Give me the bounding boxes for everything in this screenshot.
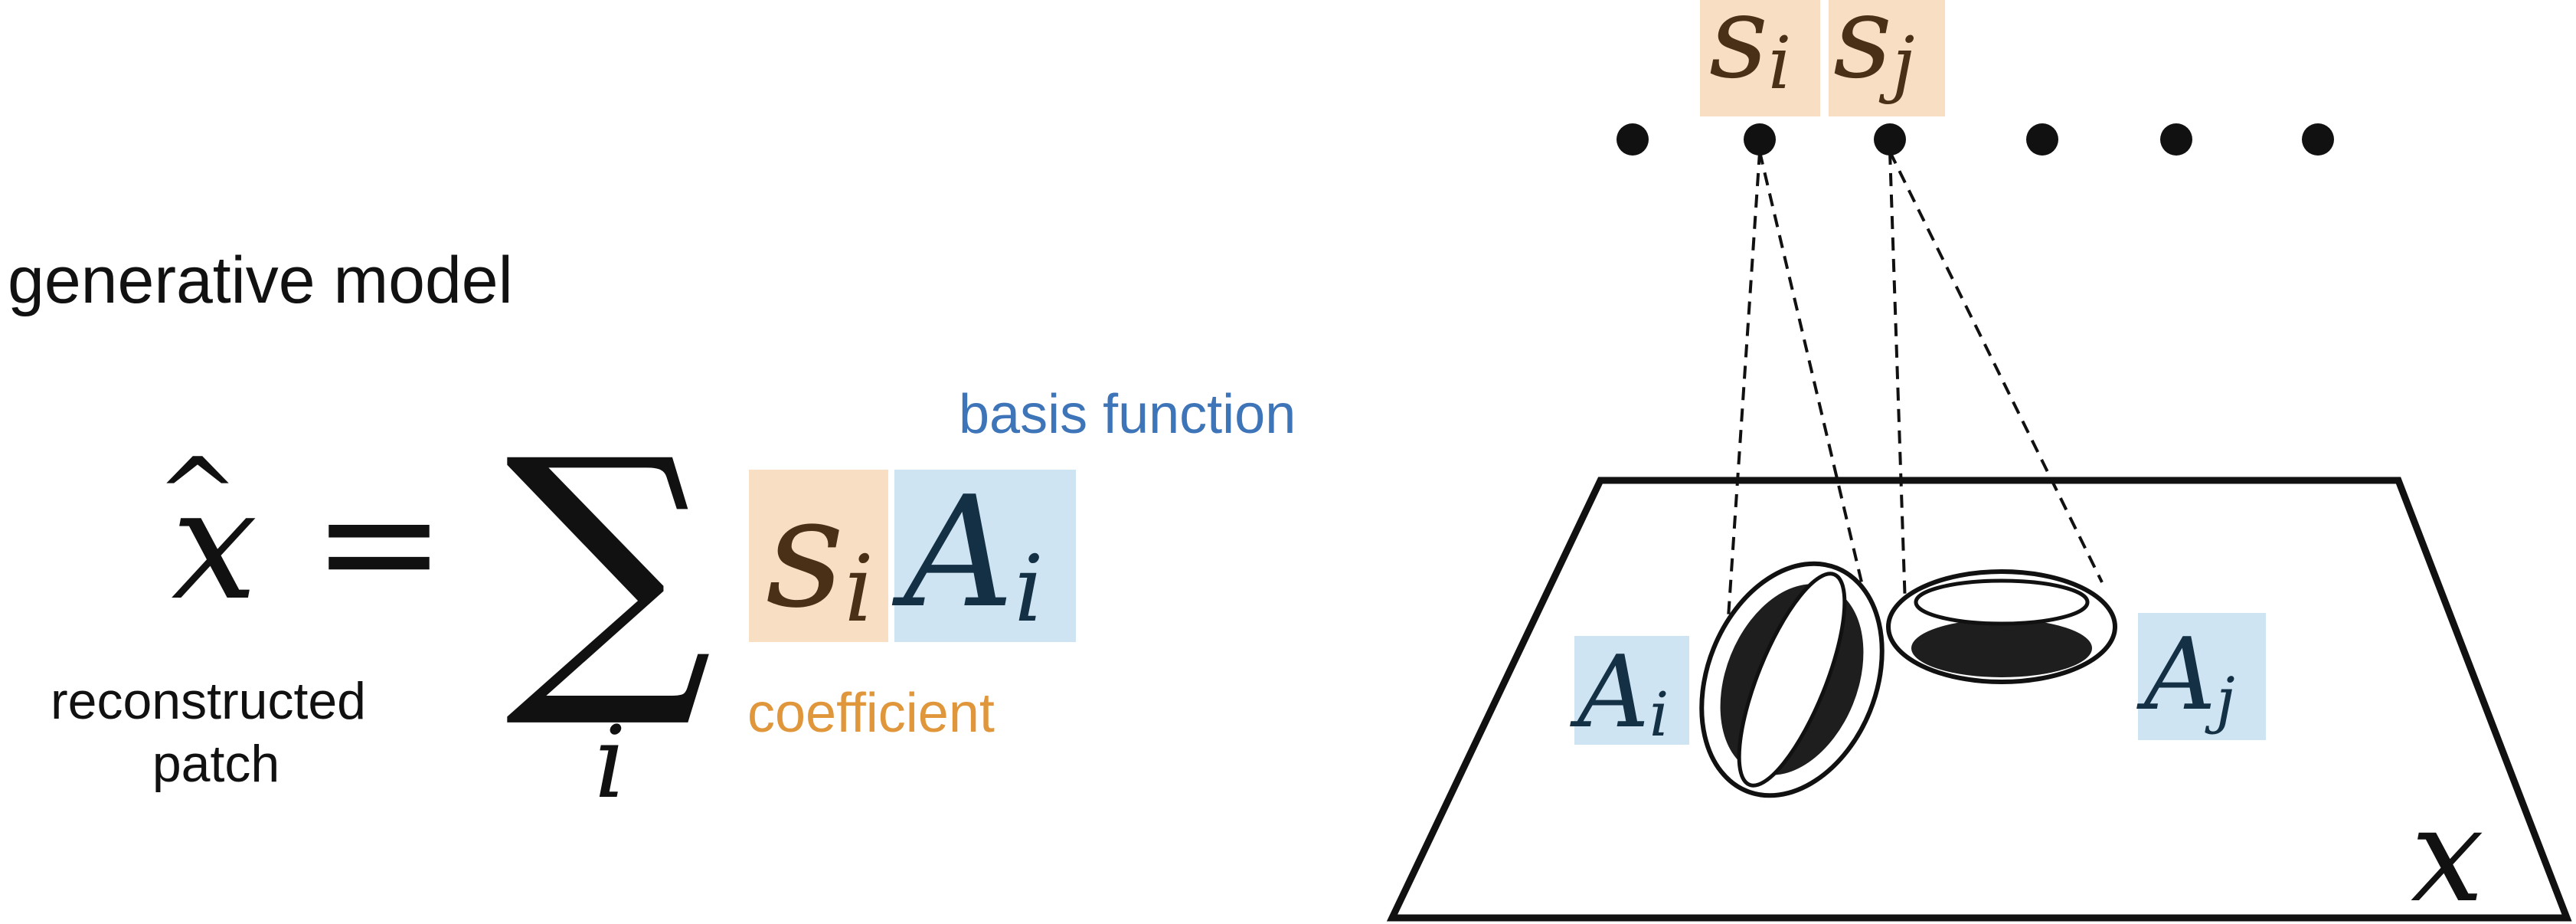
vertical-gabor-icon [1699,561,1885,798]
neuron-dot-j [1874,123,1906,156]
neuron-dot [2302,123,2334,156]
projection-line-i-right [1758,151,1864,586]
coefficient-highlight [749,470,888,642]
equation-coef-letter: s [766,464,845,642]
equation-basis-letter: A [891,464,1014,642]
projection-line-j-left [1888,151,1907,606]
neuron-dot-i [1744,123,1776,156]
unit-label-j-letter: s [1833,0,1892,104]
basis-label-i-letter: A [1570,634,1649,750]
right-panel: si sj [1386,0,2572,924]
neuron-dot [2026,123,2058,156]
equation-coef: si [766,464,874,643]
basis-highlight [894,470,1076,642]
neuron-dot [1617,123,1649,156]
equation-basis-subscript: i [1014,536,1043,643]
basis-label-i: Ai [1570,634,1669,750]
label-reconstructed: reconstructed [51,672,366,730]
projection-line-j-right [1888,151,2104,583]
equation-hat: ^ [156,436,240,552]
unit-label-j-highlight [1829,0,1945,116]
label-patch: patch [152,735,280,793]
equation-basis: Ai [891,464,1044,643]
neuron-row [1617,123,2334,156]
unit-label-i-subscript: i [1768,21,1791,106]
label-basis-function: basis function [959,384,1296,445]
image-label-x: x [2411,780,2484,924]
receptive-field-lines [1723,151,2104,675]
basis-label-j-letter: A [2136,616,2216,732]
unit-label-i-letter: s [1709,0,1768,104]
basis-label-i-subscript: i [1649,679,1669,750]
equation-sum-symbol: ∑ [505,396,712,736]
equation-coef-subscript: i [845,536,874,643]
heading-generative-model: generative model [8,244,513,317]
left-panel: generative model ^ x = ∑ i si Ai basis f… [8,244,1296,821]
basis-label-j: Aj [2136,616,2235,736]
image-plane [1386,477,2572,922]
unit-label-i-highlight [1700,0,1820,116]
unit-label-j: sj [1833,0,1914,106]
unit-label-i: si [1709,0,1791,106]
horizontal-gabor-icon [1886,569,2117,684]
basis-label-i-highlight [1574,636,1689,745]
equation-lhs-x: x [172,456,258,634]
equation-sum-index: i [594,704,626,821]
projection-line-i-left [1723,151,1761,675]
basis-label-j-highlight [2138,613,2266,740]
equation-equals: = [312,448,446,636]
label-coefficient: coefficient [747,683,995,744]
neuron-dot [2160,123,2192,156]
